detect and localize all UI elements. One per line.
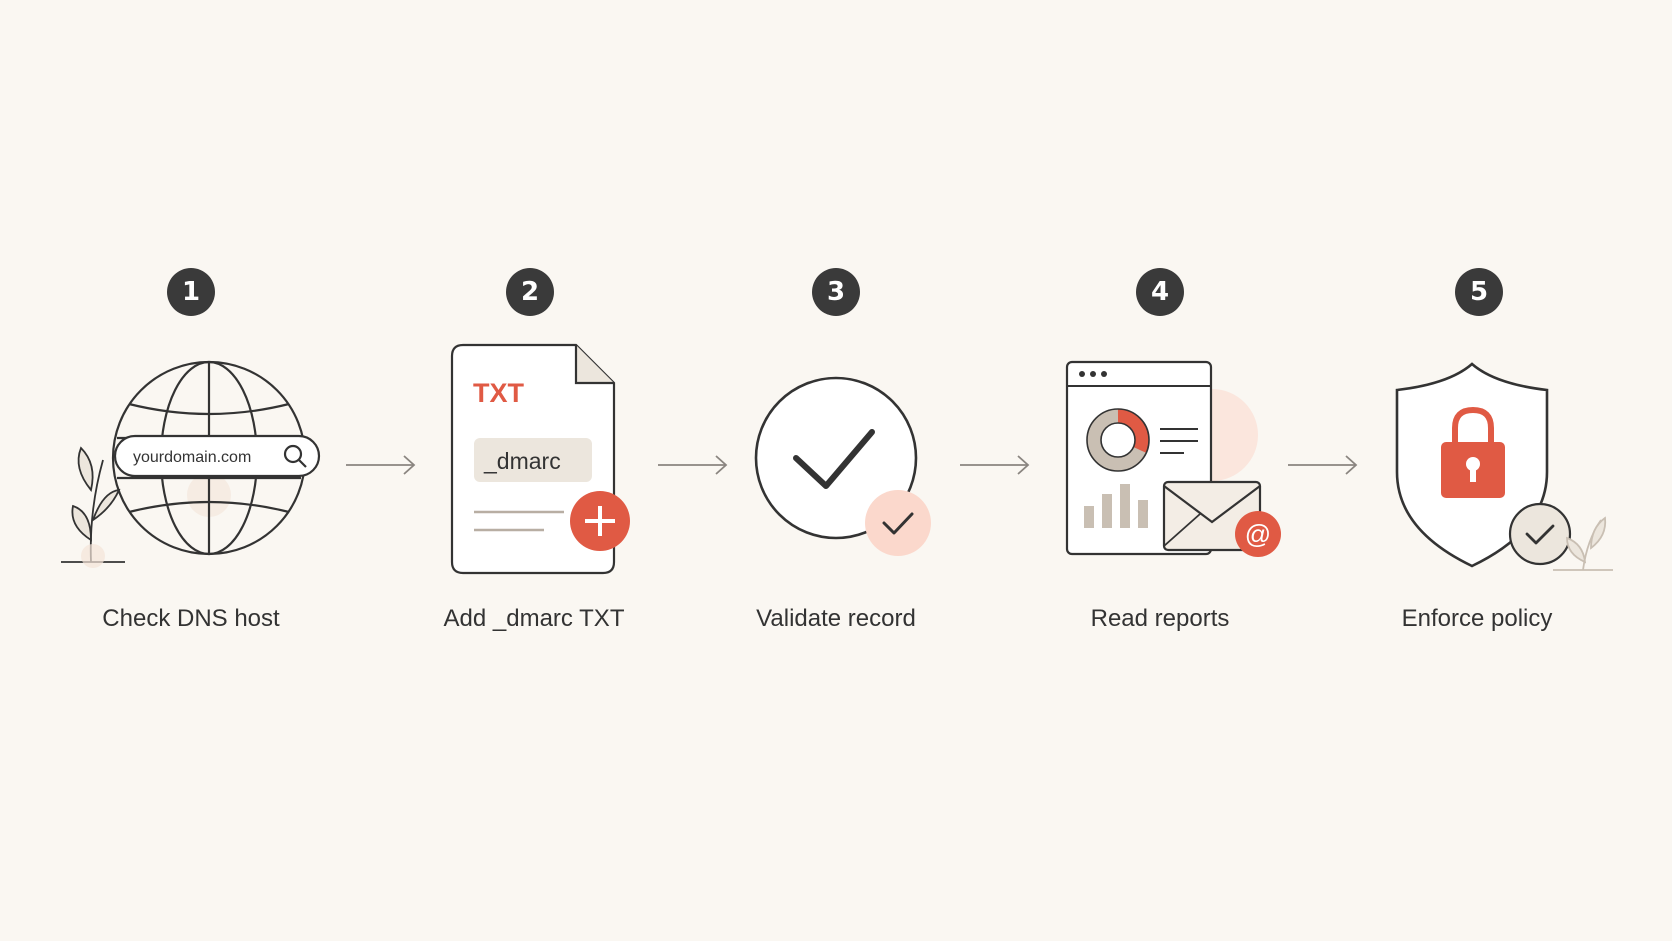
- step-3: 3 Validate record: [686, 0, 986, 941]
- leaf-icon: [1553, 516, 1613, 571]
- arrow-right-icon: [346, 455, 416, 475]
- check-badge-icon: [865, 490, 931, 556]
- arrow-right-icon: [960, 455, 1030, 475]
- step-number-badge: 1: [167, 268, 215, 316]
- step-number-badge: 4: [1136, 268, 1184, 316]
- step-label: Read reports: [1090, 605, 1230, 632]
- shield-icon: [1395, 362, 1613, 571]
- check-circle-icon: [754, 376, 931, 556]
- step-label: Validate record: [756, 605, 916, 632]
- search-bar: yourdomain.com: [113, 434, 321, 478]
- padlock-icon: [1441, 406, 1505, 498]
- document-icon: TXT _dmarc: [450, 343, 630, 575]
- step-label: Check DNS host: [102, 605, 280, 632]
- at-symbol: @: [1245, 519, 1271, 549]
- step-2: 2 TXT _dmarc Add _dmarc TXT: [384, 0, 684, 941]
- arrow-right-icon: [658, 455, 728, 475]
- browser-window-icon: @: [1065, 360, 1281, 557]
- step-number-badge: 2: [506, 268, 554, 316]
- step-number-badge: 3: [812, 268, 860, 316]
- at-sign-icon: @: [1235, 511, 1281, 557]
- search-icon: [283, 444, 307, 468]
- step-label: Enforce policy: [1401, 605, 1553, 632]
- donut-chart-icon: [1086, 408, 1150, 472]
- bar-chart-icon: [1084, 484, 1148, 528]
- check-badge-icon: [1508, 502, 1572, 566]
- step-4: 4: [1010, 0, 1310, 941]
- domain-text: yourdomain.com: [133, 449, 251, 466]
- step-label: Add _dmarc TXT: [443, 605, 625, 632]
- txt-label: TXT: [473, 378, 525, 408]
- dmarc-record-name: _dmarc: [483, 448, 561, 474]
- step-5: 5 Enforce policy: [1327, 0, 1627, 941]
- plus-icon: [570, 491, 630, 551]
- globe-icon: yourdomain.com: [61, 360, 321, 568]
- arrow-right-icon: [1288, 455, 1358, 475]
- step-number-badge: 5: [1455, 268, 1503, 316]
- step-1: 1 yourdomain.com: [41, 0, 341, 941]
